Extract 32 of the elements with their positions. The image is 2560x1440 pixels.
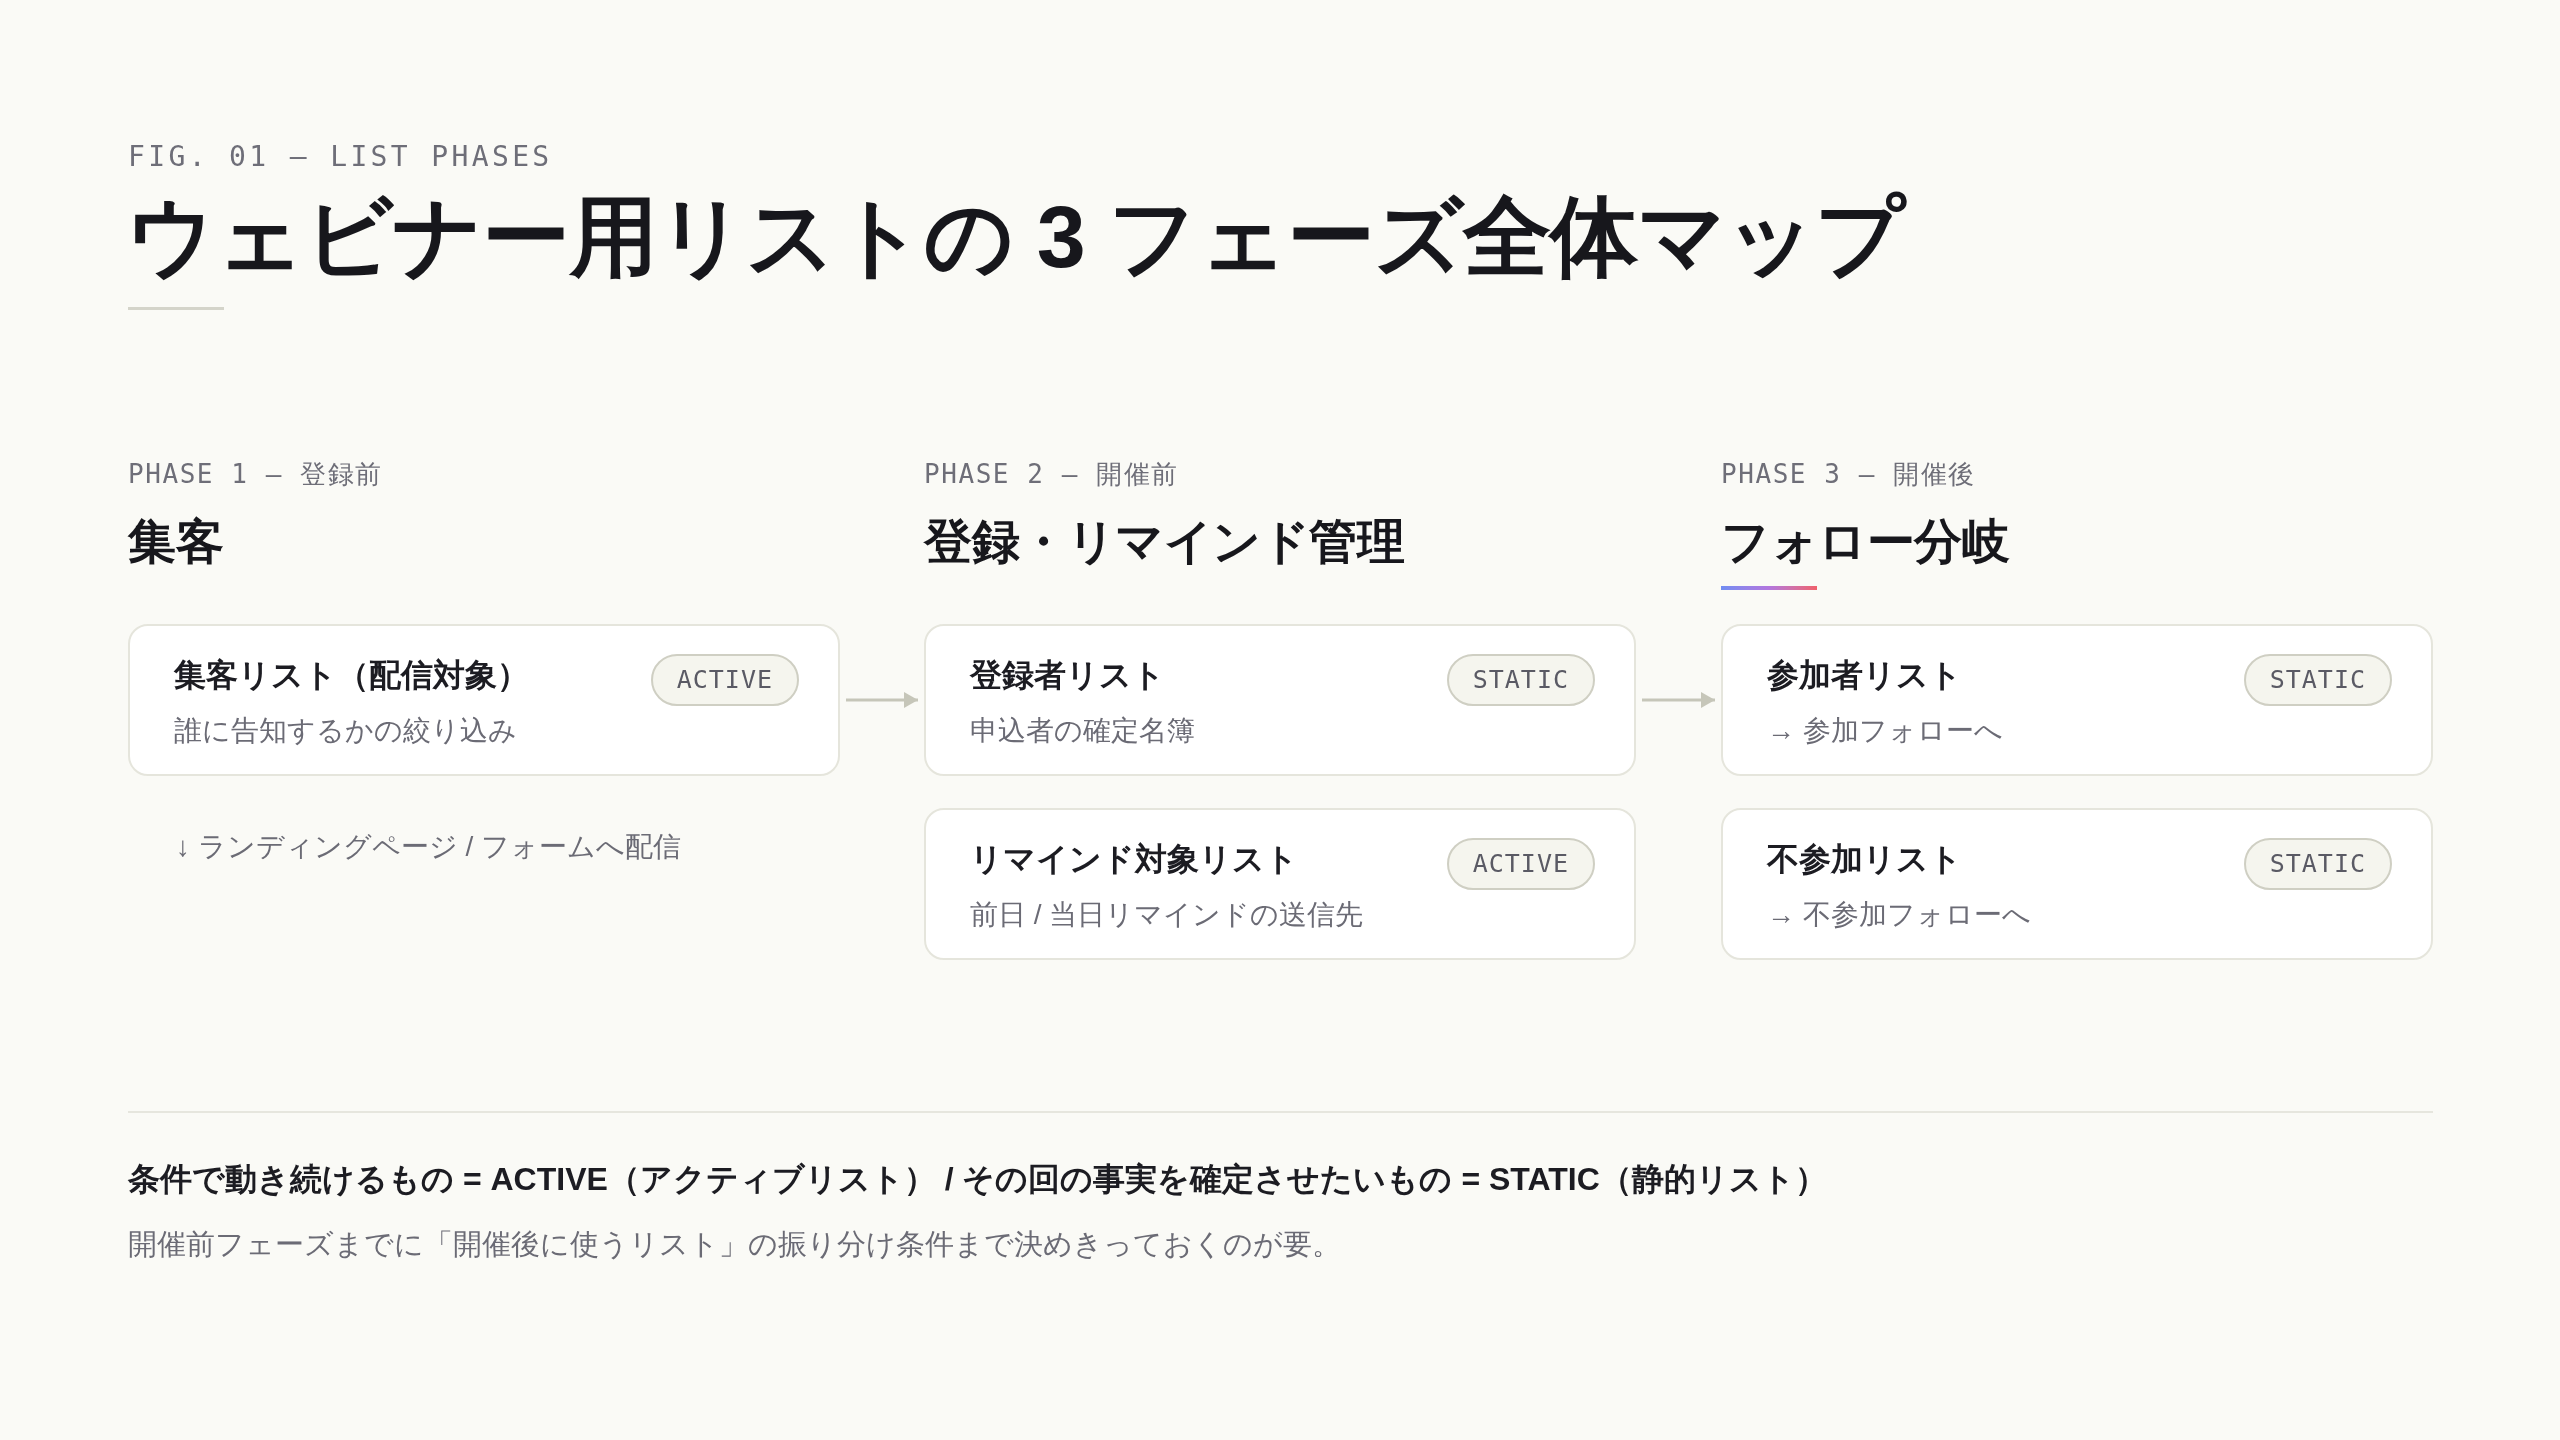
list-card xyxy=(1721,624,2433,776)
status-tag: ACTIVE xyxy=(650,654,799,706)
phase-heading: 集客 xyxy=(128,516,224,568)
status-tag: ACTIVE xyxy=(1446,838,1595,890)
list-card xyxy=(1721,808,2433,960)
card-title: 登録者リスト xyxy=(970,656,1165,694)
status-tag: STATIC xyxy=(2243,838,2392,890)
card-description: 申込者の確定名簿 xyxy=(970,714,1195,748)
arrow xyxy=(846,692,918,708)
list-card xyxy=(128,624,840,776)
phase-label: PHASE 1 — 登録前 xyxy=(128,460,383,488)
phase-heading: 登録・リマインド管理 xyxy=(924,516,1405,568)
card-title: リマインド対象リスト xyxy=(970,840,1298,878)
list-card xyxy=(924,624,1636,776)
list-card xyxy=(924,808,1636,960)
phase-label: PHASE 2 — 開催前 xyxy=(924,460,1179,488)
phase-heading: フォロー分岐 xyxy=(1721,516,2010,568)
summary-note: 開催前フェーズまでに「開催後に使うリスト」の振り分け条件まで決めきっておくのが要。 xyxy=(128,1227,1341,1262)
definition-note: 条件で動き続けるもの = ACTIVE（アクティブリスト） / その回の事実を確定させたいもの = STATIC（静的リスト） xyxy=(128,1160,1827,1199)
diagram-title: ウェビナー用リストの 3 フェーズ全体マップ xyxy=(126,189,1905,285)
card-description: 前日 / 当日リマインドの送信先 xyxy=(970,898,1364,932)
status-tag: STATIC xyxy=(1446,654,1595,706)
card-description: 誰に告知するかの絞り込み xyxy=(174,714,517,748)
flow-note: ↓ ランディングページ / フォームへ配信 xyxy=(176,830,682,864)
phase-label: PHASE 3 — 開催後 xyxy=(1721,460,1976,488)
figure-label: FIG. 01 — LIST PHASES xyxy=(128,142,553,172)
card-description: → 参加フォローへ xyxy=(1767,714,2003,748)
card-title: 集客リスト（配信対象） xyxy=(174,656,529,694)
card-description: → 不参加フォローへ xyxy=(1767,898,2031,932)
status-tag: STATIC xyxy=(2243,654,2392,706)
card-title: 参加者リスト xyxy=(1767,656,1962,694)
card-title: 不参加リスト xyxy=(1767,840,1962,878)
